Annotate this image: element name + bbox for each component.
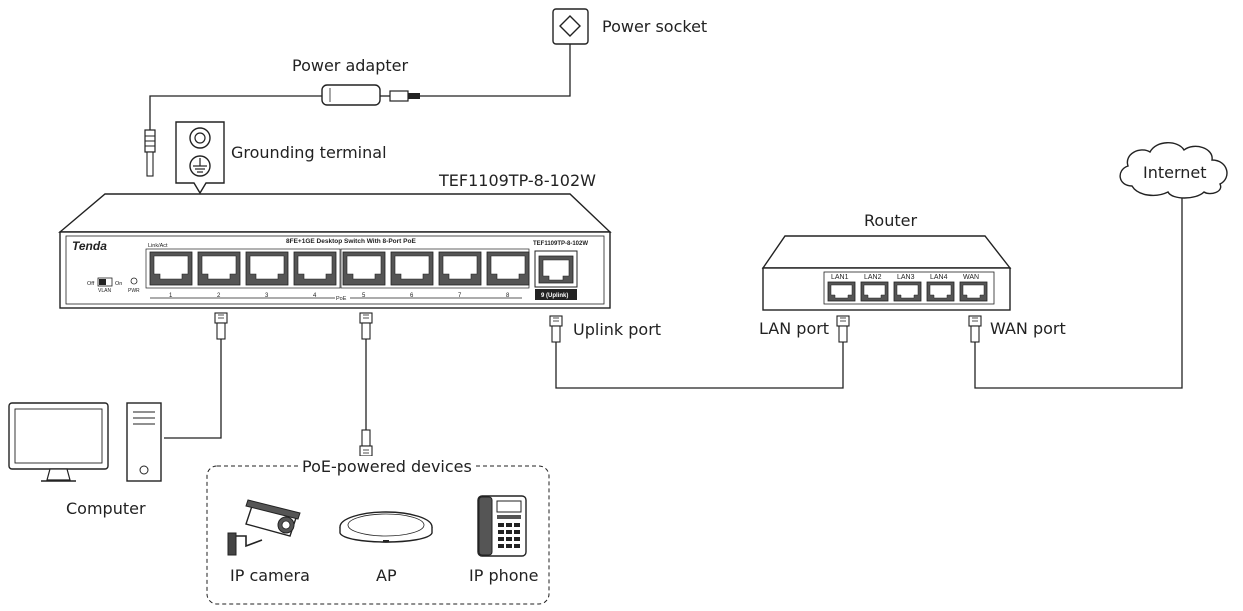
router-port-label: LAN1 (831, 274, 849, 281)
wan-port-label: WAN port (990, 319, 1066, 338)
link-act-label: Link/Act (148, 243, 168, 249)
vlan-toggle[interactable] (97, 277, 113, 287)
router-label: Router (864, 211, 917, 230)
computer-label: Computer (66, 499, 146, 518)
rj45-plug-icon (549, 315, 563, 343)
internet-label: Internet (1143, 163, 1207, 182)
ip-camera-label: IP camera (230, 566, 310, 585)
pwr-label: PWR (128, 288, 140, 294)
switch-port-number: 1 (169, 293, 173, 299)
rj45-plug-icon (836, 315, 850, 343)
power-plug-icon (380, 90, 420, 102)
uplink-port-label: Uplink port (573, 320, 661, 339)
switch-brand: Tenda (72, 239, 107, 253)
switch-port-number: 7 (458, 293, 462, 299)
router-port-lan4[interactable] (926, 281, 955, 302)
switch-port-3[interactable] (245, 251, 289, 286)
switch-device (58, 193, 612, 309)
power-adapter-icon (321, 84, 381, 106)
switch-model: TEF1109TP-8-102W (533, 241, 588, 247)
switch-port-labels: 1 2 3 4 5 6 7 8 (169, 293, 510, 299)
grounding-terminal-icon (175, 121, 225, 195)
switch-port-6[interactable] (390, 251, 434, 286)
switch-port-number: 2 (217, 293, 221, 299)
switch-port-2[interactable] (197, 251, 241, 286)
router-port-label: LAN2 (864, 274, 882, 281)
rj45-plug-icon (359, 312, 373, 340)
switch-port-group (149, 251, 530, 286)
vlan-on-label: On (115, 281, 122, 287)
router-port-label: WAN (963, 274, 979, 281)
rj45-plug-icon (359, 429, 373, 457)
switch-title: 8FE+1GE Desktop Switch With 8-Port PoE (286, 238, 416, 245)
router-port-label: LAN3 (897, 274, 915, 281)
power-socket-label: Power socket (602, 17, 707, 36)
pwr-led-icon (130, 277, 138, 285)
power-adapter-label: Power adapter (292, 56, 409, 75)
vlan-label: VLAN (98, 288, 111, 294)
router-port-lan3[interactable] (893, 281, 922, 302)
ip-phone-icon (477, 495, 527, 557)
rj45-plug-icon (214, 312, 228, 340)
access-point-icon (339, 511, 433, 543)
switch-port-5[interactable] (342, 251, 386, 286)
switch-port-7[interactable] (438, 251, 482, 286)
rj45-plug-icon (968, 315, 982, 343)
model-name-label: TEF1109TP-8-102W (438, 171, 596, 190)
switch-port-4[interactable] (293, 251, 337, 286)
switch-port-8[interactable] (486, 251, 530, 286)
switch-port-number: 6 (410, 293, 414, 299)
monitor-icon (8, 402, 109, 482)
router-port-lan1[interactable] (827, 281, 856, 302)
switch-port-number: 3 (265, 293, 269, 299)
switch-port-1[interactable] (149, 251, 193, 286)
lan-port-label: LAN port (759, 319, 829, 338)
switch-port-number: 4 (313, 293, 317, 299)
ip-camera-icon (227, 499, 301, 556)
grounding-terminal-label: Grounding terminal (231, 143, 387, 162)
router-port-group: LAN1 LAN2 LAN3 LAN4 WAN (827, 274, 988, 302)
uplink-port-number: 9 (Uplink) (541, 293, 568, 299)
switch-port-uplink[interactable] (538, 255, 574, 284)
router-port-lan2[interactable] (860, 281, 889, 302)
power-socket-icon (552, 8, 589, 56)
internet-cloud-icon (1119, 142, 1228, 199)
ip-phone-label: IP phone (469, 566, 539, 585)
dc-plug-icon (144, 129, 156, 177)
switch-port-number: 5 (362, 293, 366, 299)
pc-tower-icon (126, 402, 162, 482)
router-port-wan[interactable] (959, 281, 988, 302)
ap-label: AP (376, 566, 397, 585)
poe-devices-label: PoE-powered devices (302, 457, 472, 476)
router-port-label: LAN4 (930, 274, 948, 281)
vlan-off-label: Off (87, 281, 95, 287)
switch-port-number: 8 (506, 293, 510, 299)
poe-label: PoE (336, 296, 347, 302)
